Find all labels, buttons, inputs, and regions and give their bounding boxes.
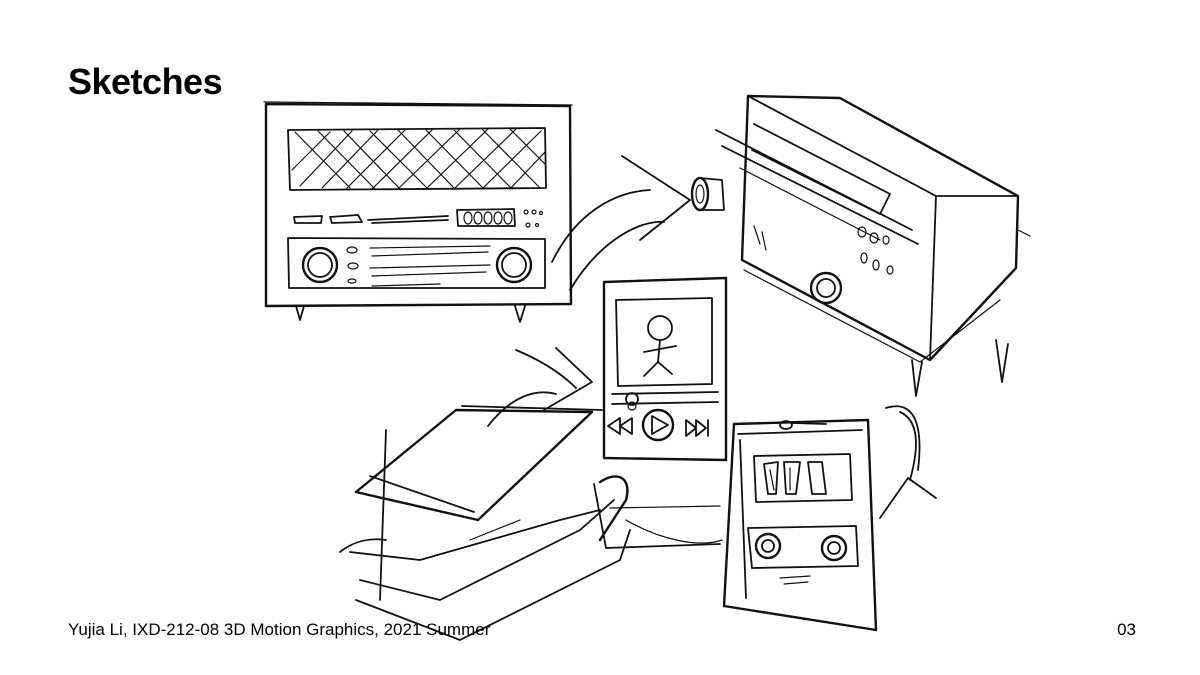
arrow-amp-to-device-icon [879, 405, 937, 519]
slide-title: Sketches [68, 61, 223, 102]
arrow-radio-to-amp-icon [551, 155, 691, 291]
page-number: 03 [1117, 620, 1136, 639]
amplifier-sketch [690, 94, 1031, 397]
arrow-stack-to-player-icon [487, 347, 593, 427]
paper-stack-sketch [339, 405, 721, 641]
radio-sketch [263, 101, 573, 323]
slide-footer: Yujia Li, IXD-212-08 3D Motion Graphics,… [68, 620, 491, 639]
handheld-device-sketch [722, 418, 878, 632]
music-player-sketch [602, 276, 728, 462]
arrow-stack-to-device-icon [625, 519, 723, 544]
